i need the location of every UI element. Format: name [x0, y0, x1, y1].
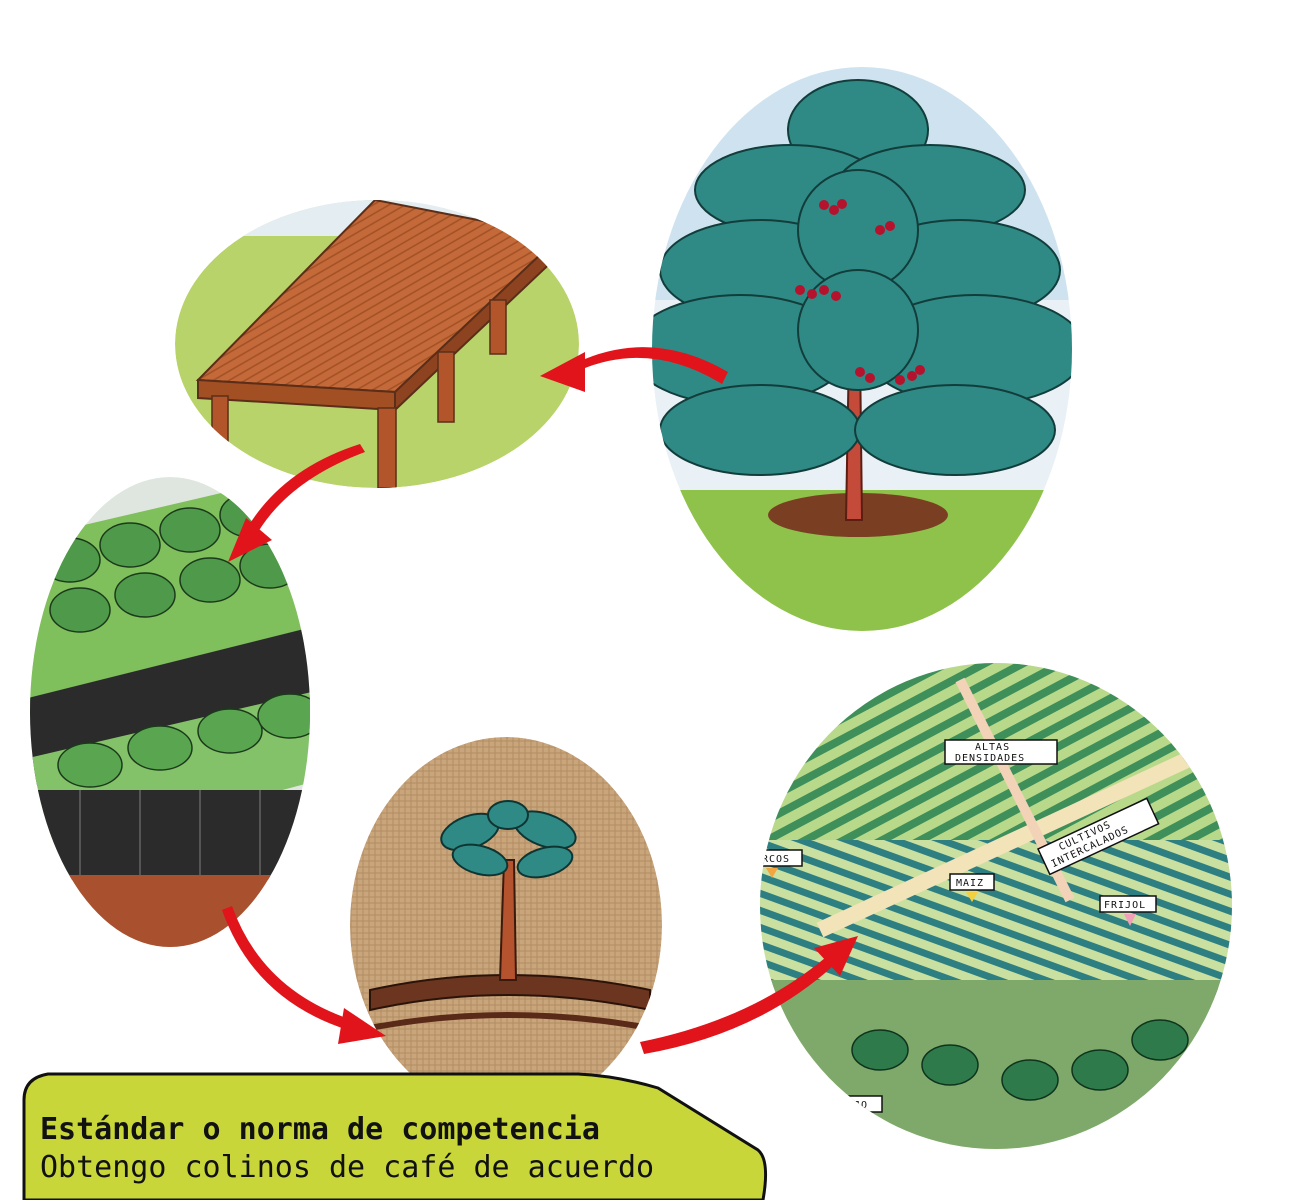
plantation-layout-illustration: ALTAS DENSIDADES CULTIVOS INTERCALADOS R… [760, 663, 1232, 1149]
label-bajo: BAJO [831, 1095, 883, 1113]
label-maiz: MAIZ [949, 873, 995, 902]
svg-text:RCOS: RCOS [762, 854, 790, 865]
cycle-arrows [222, 347, 858, 1054]
competency-callout: Estándar o norma de competencia Obtengo … [18, 1060, 778, 1200]
label-frijol: FRIJOL [1099, 895, 1157, 926]
svg-text:FRIJOL: FRIJOL [1104, 900, 1146, 911]
arrow-tree-to-germinator [540, 347, 728, 392]
svg-text:BAJO: BAJO [840, 1100, 868, 1111]
svg-text:MAIZ: MAIZ [956, 878, 984, 889]
callout-title: Estándar o norma de competencia [40, 1112, 600, 1147]
arrow-seedling-to-plantation [640, 936, 858, 1054]
label-altas: ALTAS [975, 742, 1010, 753]
label-altas-densidades: ALTAS DENSIDADES [944, 739, 1058, 765]
callout-bubble [22, 1072, 768, 1200]
mature-coffee-tree-illustration [652, 67, 1072, 631]
nursery-seedlings-illustration [30, 477, 310, 947]
coffee-seedling-illustration [350, 737, 662, 1113]
arrow-germinator-to-nursery [228, 444, 365, 562]
arrow-nursery-to-seedling [222, 906, 386, 1044]
label-arcos: RCOS [760, 849, 803, 878]
label-densidades: DENSIDADES [955, 753, 1025, 764]
callout-text: Obtengo colinos de café de acuerdo [40, 1150, 655, 1185]
germinator-bed-illustration [175, 200, 579, 488]
